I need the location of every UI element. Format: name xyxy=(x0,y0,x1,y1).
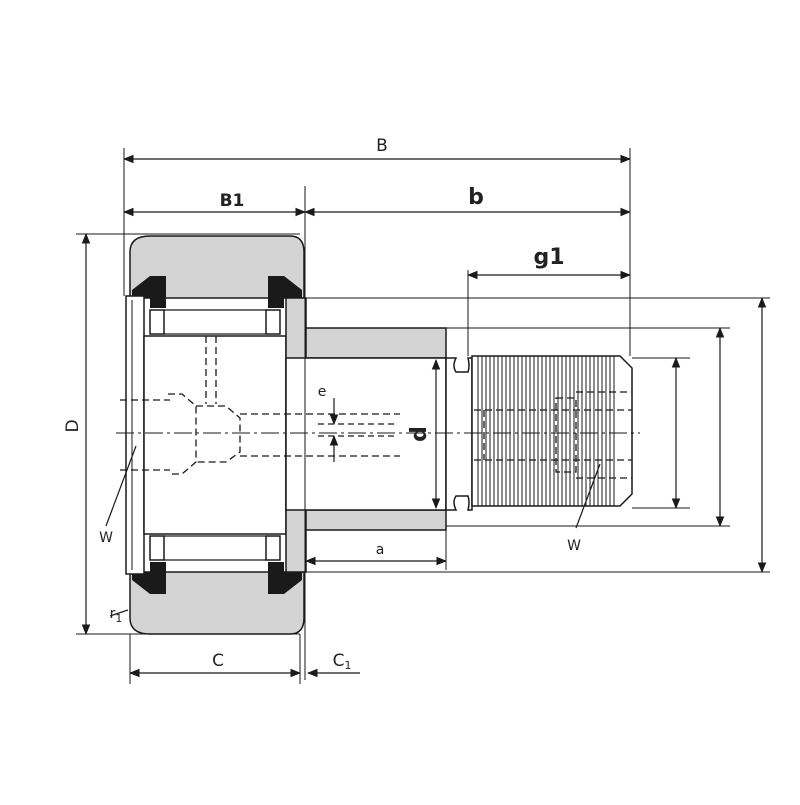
extension-lines xyxy=(76,148,770,684)
needle-rollers xyxy=(149,309,281,561)
label-W-right: W xyxy=(567,538,581,554)
label-r1: r1 xyxy=(110,606,123,625)
label-d: d xyxy=(407,426,432,442)
outer-ring xyxy=(129,235,305,635)
stud-shaft xyxy=(285,327,473,531)
leader-r1 xyxy=(109,609,129,617)
label-W-left: W xyxy=(99,530,113,546)
seal-rings xyxy=(132,276,302,594)
label-B1: B1 xyxy=(220,191,245,211)
leader-W-right xyxy=(575,463,601,529)
hidden-bore-lines xyxy=(120,336,632,479)
label-e: e xyxy=(318,384,327,400)
thread-section xyxy=(471,355,633,507)
label-D: D xyxy=(63,419,83,432)
label-B: B xyxy=(376,136,388,156)
leader-W-left xyxy=(105,445,137,527)
end-washer xyxy=(125,295,145,575)
label-C: C xyxy=(212,651,224,671)
label-g1: g1 xyxy=(533,245,564,270)
label-b: b xyxy=(468,185,484,210)
dimension-labels: B B1 b g1 D d e a C C1 r1 W W xyxy=(63,136,581,672)
label-a: a xyxy=(376,542,385,558)
dimension-lines xyxy=(81,154,767,678)
stud-head xyxy=(143,297,307,573)
label-C1: C1 xyxy=(333,651,352,672)
